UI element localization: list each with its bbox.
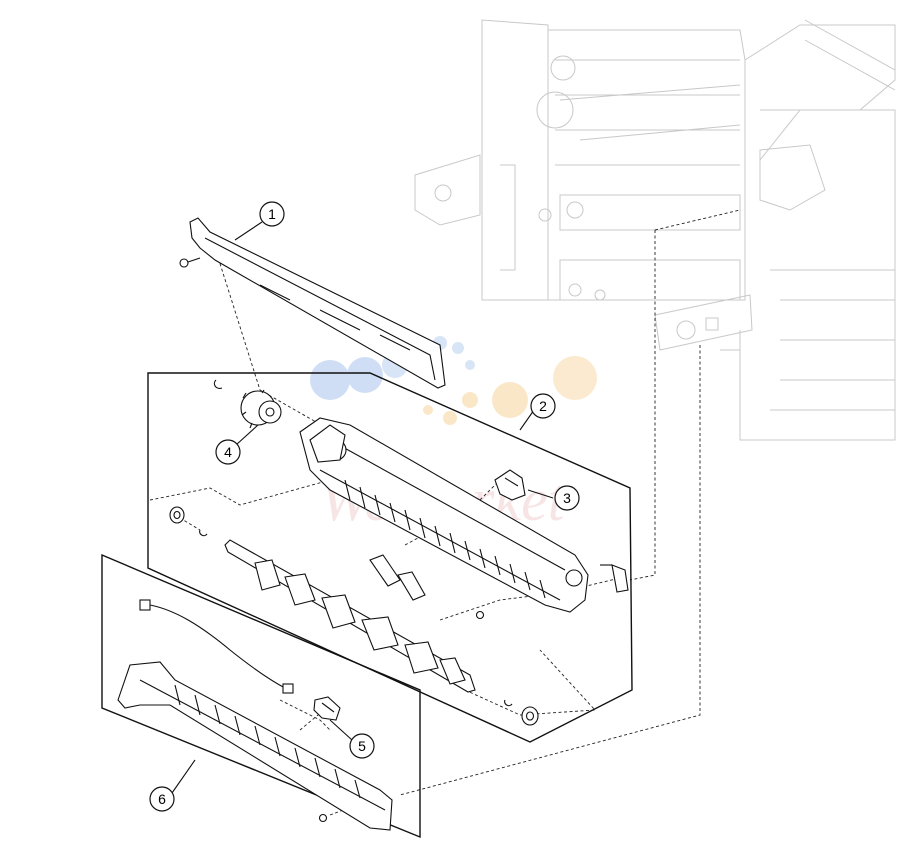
callout-5-label: 5 bbox=[358, 738, 366, 754]
watermark-dot bbox=[553, 356, 597, 400]
watermark-dot bbox=[423, 405, 433, 415]
watermark-dot bbox=[492, 382, 528, 418]
callout-2: 2 bbox=[530, 393, 556, 419]
part-guide-assembly bbox=[299, 417, 589, 613]
part-group-box-2 bbox=[147, 372, 633, 743]
watermark-dot bbox=[465, 360, 475, 370]
callout-6-label: 6 bbox=[158, 791, 166, 807]
printer-frame-background bbox=[414, 19, 896, 441]
watermark-dot bbox=[443, 411, 457, 425]
callout-leaders bbox=[171, 221, 554, 794]
watermark-dot bbox=[347, 357, 383, 393]
callout-2-label: 2 bbox=[539, 398, 547, 414]
watermark-dot bbox=[462, 392, 478, 408]
callout-1: 1 bbox=[259, 201, 285, 227]
part-sensor bbox=[313, 696, 341, 721]
watermark-dot bbox=[452, 342, 464, 354]
callout-4-label: 4 bbox=[224, 444, 232, 460]
part-clip bbox=[494, 469, 526, 501]
callout-3: 3 bbox=[554, 485, 580, 511]
watermark-dot bbox=[310, 360, 350, 400]
part-group-box-6 bbox=[101, 553, 421, 839]
callout-4: 4 bbox=[215, 439, 241, 465]
part-gear bbox=[213, 379, 282, 429]
callout-3-label: 3 bbox=[563, 490, 571, 506]
callout-1-label: 1 bbox=[268, 206, 276, 222]
part-bushings-rollers bbox=[169, 506, 629, 726]
callout-5: 5 bbox=[349, 733, 375, 759]
part-lower-guide bbox=[117, 661, 393, 831]
part-cable-harness bbox=[139, 599, 294, 694]
part-bracket-plate bbox=[179, 217, 446, 389]
callout-6: 6 bbox=[149, 786, 175, 812]
